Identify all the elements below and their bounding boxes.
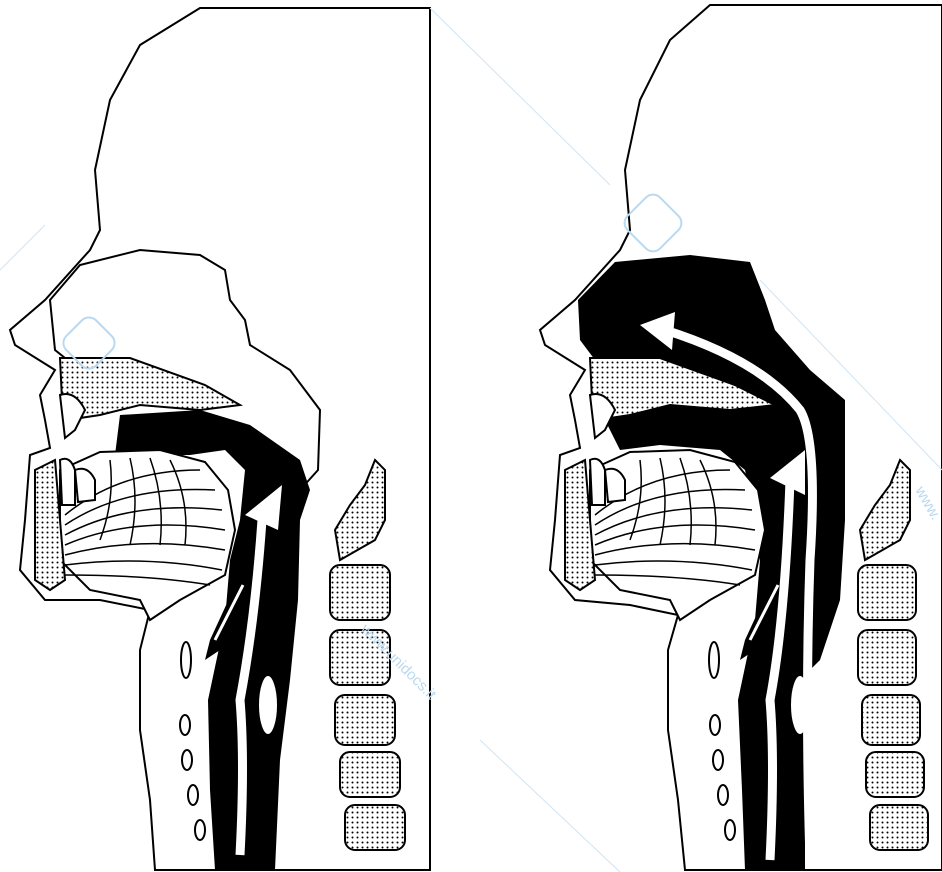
- right-panel-sagittal-section: [500, 0, 942, 872]
- lower-molar: [75, 469, 95, 502]
- lower-incisor: [60, 459, 75, 505]
- left-panel-sagittal-section: [0, 0, 440, 872]
- right-panel-svg: [500, 0, 942, 872]
- left-panel-svg: [0, 0, 440, 872]
- lower-incisor: [590, 459, 605, 505]
- lower-molar: [605, 469, 625, 502]
